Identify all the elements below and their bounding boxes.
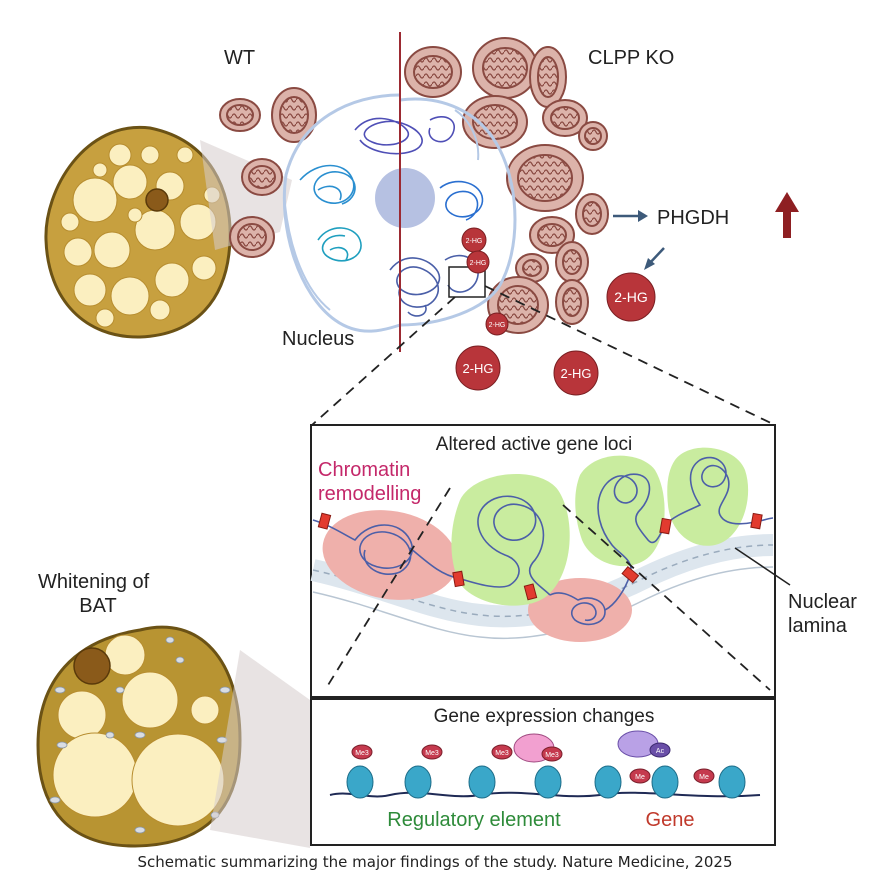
wt-label: WT (224, 47, 255, 69)
mitochondria (219, 37, 609, 334)
nuclear-lamina-label-2: lamina (788, 615, 848, 637)
two-hg-large: 2-HG 2-HG 2-HG (455, 272, 656, 396)
svg-text:Me3: Me3 (545, 752, 559, 759)
whitened-bat-cell (36, 625, 242, 848)
whitening-label-2: BAT (79, 595, 116, 617)
clpp-ko-label: CLPP KO (588, 47, 674, 69)
panel-expression-title: Gene expression changes (434, 706, 655, 727)
panel-gene-loci: Altered active gene loci Chromatin remod… (310, 424, 776, 698)
regulatory-element-label: Regulatory element (387, 809, 561, 831)
svg-text:2-HG: 2-HG (614, 289, 647, 305)
chromatin-label-2: remodelling (318, 483, 421, 505)
nucleolus (375, 168, 435, 228)
svg-text:Me3: Me3 (495, 750, 509, 757)
nucleus-label: Nucleus (282, 328, 354, 350)
bat-cell (44, 125, 232, 339)
svg-text:2-HG: 2-HG (462, 361, 493, 376)
gene-label: Gene (646, 809, 695, 831)
svg-text:2-HG: 2-HG (489, 322, 506, 329)
two-hg-small: 2-HG 2-HG 2-HG (461, 227, 509, 336)
nuclear-lamina-label-1: Nuclear (788, 591, 857, 613)
zoom-box (448, 266, 486, 298)
whitening-label-1: Whitening of (38, 571, 150, 593)
nucleus (282, 93, 517, 333)
svg-text:Me3: Me3 (355, 750, 369, 757)
svg-text:Me: Me (699, 774, 709, 781)
zoom-cone-bottom (210, 650, 310, 848)
svg-text:Me3: Me3 (425, 750, 439, 757)
lamina-pointer (734, 547, 791, 586)
phgdh-label: PHGDH (657, 207, 729, 229)
panel-zoom-lines (324, 487, 771, 691)
panel-loci-title: Altered active gene loci (436, 434, 632, 455)
figure-caption: Schematic summarizing the major findings… (137, 853, 733, 871)
chromatin-label-1: Chromatin (318, 459, 410, 481)
svg-text:Ac: Ac (656, 748, 665, 755)
svg-text:2-HG: 2-HG (470, 260, 487, 267)
zoom-cone-top (200, 140, 292, 250)
nucleus-chromatin (299, 116, 484, 317)
panel-gene-expression: Gene expression changes Me3 Me3 Me3 Me M… (310, 698, 776, 846)
upregulation-arrow-icon (775, 192, 799, 238)
svg-text:2-HG: 2-HG (560, 366, 591, 381)
svg-text:2-HG: 2-HG (466, 238, 483, 245)
zoom-lines (311, 285, 776, 426)
svg-text:Me: Me (635, 774, 645, 781)
